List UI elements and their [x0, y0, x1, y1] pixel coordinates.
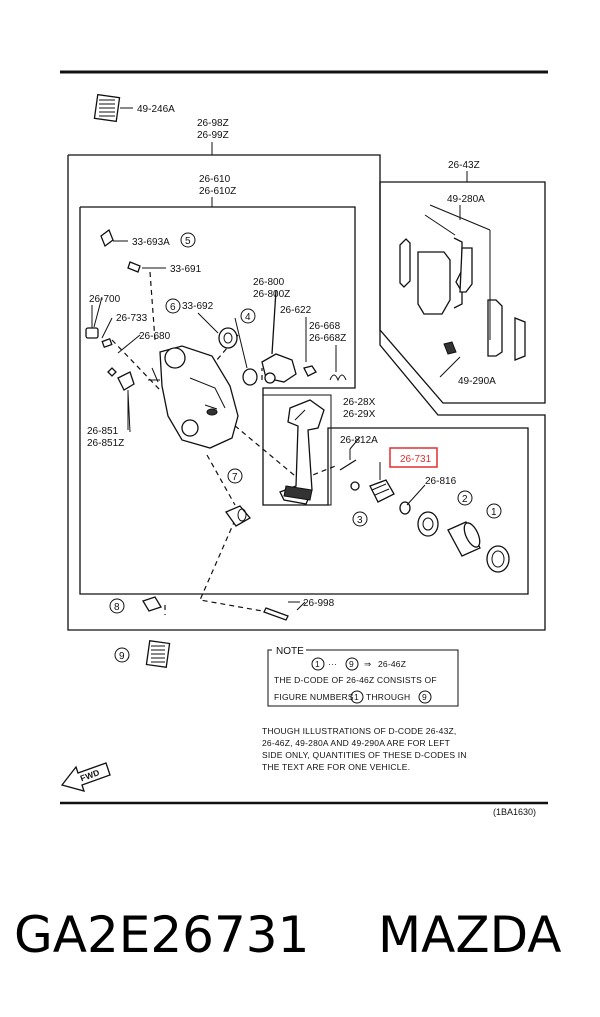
- diagram-code: (1BA1630): [493, 807, 536, 817]
- piston-seal-icon: [486, 545, 510, 573]
- highlight-box: [389, 447, 438, 468]
- callout-7: 7: [227, 468, 243, 484]
- label-26-99z: 26-99Z: [197, 130, 229, 141]
- svg-text:9: 9: [422, 692, 427, 702]
- sleeve-icon: [142, 596, 162, 612]
- label-26-668z: 26-668Z: [309, 333, 346, 344]
- retainer-plate-icon: [117, 371, 135, 391]
- label-26-851: 26-851: [87, 426, 119, 437]
- label-26-43z: 26-43Z: [448, 160, 480, 171]
- callout-6: 6: [165, 298, 181, 314]
- label-49-280a: 49-280A: [447, 194, 485, 205]
- dust-boot-icon: [417, 511, 439, 537]
- brand-name: MAZDA: [378, 906, 562, 964]
- svg-text:3: 3: [357, 515, 363, 526]
- svg-text:FIGURE NUMBERS: FIGURE NUMBERS: [274, 692, 354, 702]
- note-para-3: SIDE ONLY, QUANTITIES OF THESE D-CODES I…: [262, 750, 467, 760]
- caliper-body: [148, 345, 239, 449]
- svg-text:9: 9: [119, 651, 125, 662]
- callout-1: 1: [486, 503, 502, 519]
- label-26-800: 26-800: [253, 277, 285, 288]
- seal-ring-icon: [242, 368, 258, 386]
- svg-text:7: 7: [232, 472, 238, 483]
- label-26-622: 26-622: [280, 305, 312, 316]
- label-33-691: 33-691: [170, 264, 202, 275]
- label-26-29x: 26-29X: [343, 409, 376, 420]
- label-26-812a: 26-812A: [340, 435, 378, 446]
- label-26-98z: 26-98Z: [197, 118, 229, 129]
- label-33-693a: 33-693A: [132, 237, 170, 248]
- guide-boot-icon: [225, 505, 251, 527]
- label-26-28x: 26-28X: [343, 397, 376, 408]
- svg-text:1: 1: [315, 659, 320, 669]
- svg-text:···: ···: [328, 659, 337, 669]
- seal-ring-3-icon: [350, 481, 360, 491]
- label-26-680: 26-680: [139, 331, 171, 342]
- spring-icon: [329, 374, 347, 382]
- callout-2: 2: [457, 490, 473, 506]
- note-para-2: 26-46Z, 49-280A AND 49-290A ARE FOR LEFT: [262, 738, 450, 748]
- label-49-246a: 49-246A: [137, 104, 175, 115]
- boot-icon: [218, 327, 238, 349]
- adjuster-nut-icon: [303, 365, 317, 377]
- outer-frame: [67, 154, 546, 631]
- label-26-610: 26-610: [199, 174, 231, 185]
- svg-text:1: 1: [491, 507, 497, 518]
- svg-text:⇒: ⇒: [364, 659, 372, 669]
- label-26-800z: 26-800Z: [253, 289, 290, 300]
- lock-pin-icon: [263, 607, 289, 621]
- note-title: NOTE: [276, 646, 304, 657]
- bleeder-screw-icon: [127, 261, 141, 273]
- label-26-731: 26-731: [400, 454, 432, 465]
- guide-pin-icon: [339, 459, 357, 471]
- label-33-692: 33-692: [182, 301, 214, 312]
- label-26-851z: 26-851Z: [87, 438, 124, 449]
- parking-lever-icon: [261, 289, 297, 384]
- parts-diagram: 49-246A 26-98Z 26-99Z 26-43Z 26-610 26-6…: [60, 70, 548, 817]
- svg-text:1: 1: [354, 692, 359, 702]
- label-49-290a: 49-290A: [458, 376, 496, 387]
- callout-3: 3: [352, 511, 368, 527]
- adjust-spindle-icon: [369, 462, 395, 503]
- guide-bolt-icon: [85, 305, 117, 377]
- note-line2: THE D-CODE OF 26-46Z CONSISTS OF: [274, 675, 437, 685]
- fwd-arrow-icon: FWD: [60, 762, 111, 792]
- svg-text:8: 8: [114, 602, 120, 613]
- label-26-700: 26-700: [89, 294, 121, 305]
- callout-8: 8: [109, 598, 125, 614]
- svg-text:9: 9: [349, 659, 354, 669]
- svg-text:6: 6: [170, 302, 176, 313]
- callout-9: 9: [114, 647, 130, 663]
- label-26-733: 26-733: [116, 313, 148, 324]
- svg-text:26-46Z: 26-46Z: [378, 659, 406, 669]
- label-26-610z: 26-610Z: [199, 186, 236, 197]
- label-26-668: 26-668: [309, 321, 341, 332]
- label-26-816: 26-816: [425, 476, 457, 487]
- grease-pack-9-icon: [145, 639, 171, 669]
- note-para-4: THE TEXT ARE FOR ONE VEHICLE.: [262, 762, 410, 772]
- brake-pad-set: [399, 204, 526, 361]
- callout-5: 5: [180, 232, 196, 248]
- note-box: NOTE 1 ··· 9 ⇒ 26-46Z THE D-CODE OF 26-4…: [267, 646, 459, 707]
- svg-text:2: 2: [462, 494, 468, 505]
- caliper-bracket: [279, 399, 325, 505]
- grease-pack-icon: [93, 93, 133, 123]
- footer: GA2E26731 MAZDA: [0, 895, 600, 975]
- svg-text:4: 4: [245, 312, 251, 323]
- part-number: GA2E26731: [14, 906, 310, 964]
- label-26-998: 26-998: [303, 598, 335, 609]
- piston-icon: [447, 521, 481, 557]
- pad-kit-frame: [379, 181, 546, 404]
- dust-cap-icon: [100, 228, 114, 248]
- svg-text:THROUGH: THROUGH: [366, 692, 410, 702]
- svg-text:5: 5: [185, 236, 191, 247]
- callout-4: 4: [240, 308, 256, 324]
- note-para-1: THOUGH ILLUSTRATIONS OF D-CODE 26-43Z,: [262, 726, 456, 736]
- bracket-frame: [262, 394, 332, 506]
